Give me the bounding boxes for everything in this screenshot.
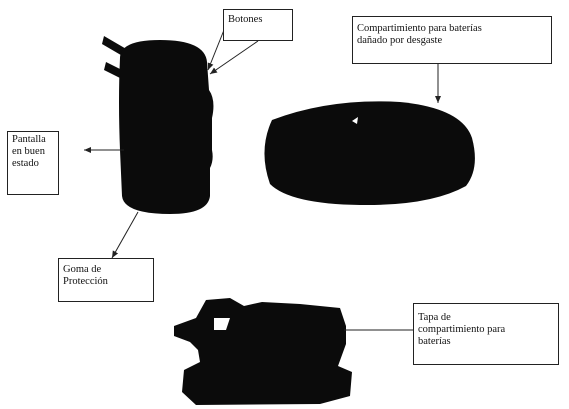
label-pantalla: Pantalla en buen estado [7,131,59,195]
battery-compartment-object [264,101,475,206]
leader-botones-lower [209,40,259,75]
leader-goma [111,211,139,259]
device-side-view [102,36,214,214]
label-tapa: Tapa de compartimiento para baterías [413,303,559,365]
label-goma: Goma de Protección [58,258,154,302]
label-botones: Botones [223,9,293,41]
battery-cover-object [174,298,352,405]
label-compartimiento: Compartimiento para baterías dañado por … [352,16,552,64]
